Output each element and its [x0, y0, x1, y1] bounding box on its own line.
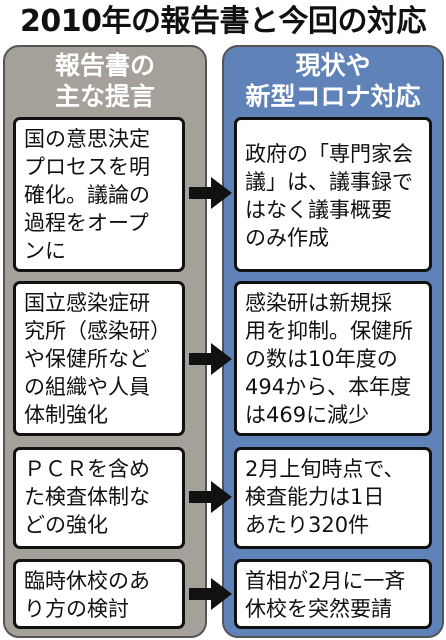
proposal-text-line: や保健所など: [24, 347, 150, 371]
proposal-text-line: 過程をオープ: [24, 211, 149, 235]
proposal-text-line: ＰＣＲを含め: [24, 457, 150, 481]
right-arrow-icon: [189, 343, 232, 375]
response-text-line: 感染研は新規採: [245, 291, 392, 315]
proposal-text-line: の組織や人員: [24, 375, 150, 399]
response-text-line: の数は10年度の: [245, 347, 398, 371]
response-text-line: のみ作成: [245, 226, 329, 250]
responses-header: 現状や 新型コロナ対応: [222, 50, 444, 112]
proposals-header-line: 報告書の: [54, 51, 155, 80]
response-text-line: 休校を突然要請: [245, 597, 392, 621]
proposal-text-line: プロセスを明: [24, 155, 150, 179]
response-text-line: 用を抑制。保健所: [245, 319, 413, 343]
response-text-line: 494から、本年度: [245, 375, 412, 399]
response-text-line: 政府の「専門家会: [245, 142, 413, 166]
response-text-line: 首相が2月に一斉: [245, 569, 406, 593]
response-text-line: 検査能力は1日: [245, 485, 385, 509]
responses-header-line: 現状や: [295, 51, 371, 80]
page-title: 2010年の報告書と今回の対応: [20, 4, 427, 39]
response-card: 首相が2月に一斉 休校を突然要請: [234, 559, 432, 629]
proposal-text-line: り方の検討: [24, 597, 129, 621]
proposal-text-line: 確化。議論の: [24, 183, 150, 207]
proposal-text-line: 臨時休校のあ: [24, 569, 150, 593]
right-arrow-icon: [189, 177, 232, 209]
proposal-card: 国立感染症研 究所（感染研） や保健所など の組織や人員 体制強化: [13, 281, 185, 436]
right-arrow-icon: [189, 578, 232, 610]
response-text-line: 2月上旬時点で、: [245, 457, 405, 481]
response-text-line: 議」は、議事録で: [245, 170, 413, 194]
proposal-text-line: た検査体制な: [24, 485, 150, 509]
proposal-text-line: 体制強化: [24, 403, 108, 427]
proposal-card: ＰＣＲを含め た検査体制な どの強化: [13, 447, 185, 549]
proposal-card: 国の意思決定 プロセスを明 確化。議論の 過程をオープ ンに: [13, 117, 185, 272]
proposal-text-line: 究所（感染研）: [24, 319, 171, 343]
proposals-header: 報告書の 主な提言: [3, 50, 207, 112]
responses-header-line: 新型コロナ対応: [245, 82, 421, 111]
proposal-card: 臨時休校のあ り方の検討: [13, 559, 185, 629]
response-text-line: はなく議事概要: [245, 198, 392, 222]
proposal-text-line: 国立感染症研: [24, 291, 150, 315]
response-card: 政府の「専門家会 議」は、議事録で はなく議事概要 のみ作成: [234, 117, 432, 272]
proposals-header-line: 主な提言: [54, 82, 155, 111]
response-card: 感染研は新規採 用を抑制。保健所 の数は10年度の 494から、本年度 は469…: [234, 281, 432, 436]
proposal-text-line: どの強化: [24, 513, 108, 537]
right-arrow-icon: [189, 481, 232, 513]
response-card: 2月上旬時点で、 検査能力は1日 あたり320件: [234, 447, 432, 549]
response-text-line: は469に減少: [245, 403, 370, 427]
proposal-text-line: ンに: [24, 239, 66, 263]
proposal-text-line: 国の意思決定: [24, 127, 150, 151]
response-text-line: あたり320件: [245, 513, 370, 537]
